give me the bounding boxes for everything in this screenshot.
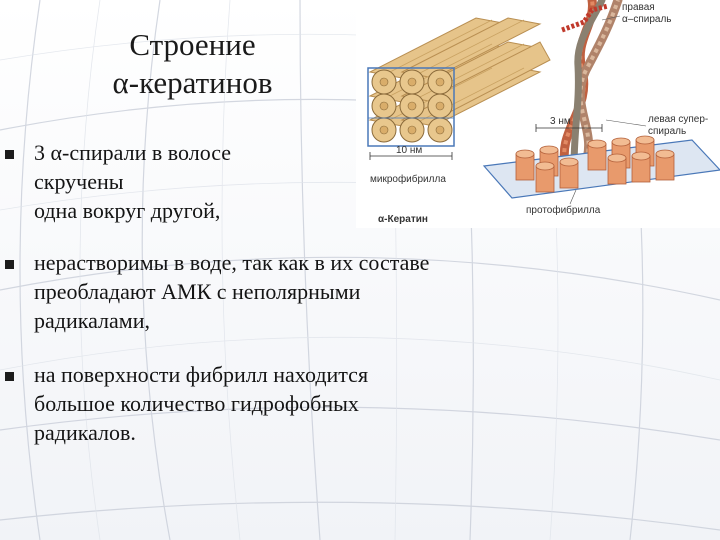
label-protofibril: протофибрилла: [526, 204, 601, 216]
bullet-square-icon: [5, 260, 14, 269]
bullet-square-icon: [5, 150, 14, 159]
label-left-superhelix-2: спираль: [648, 126, 686, 137]
bullet-line: на поверхности фибрилл находится: [34, 362, 369, 387]
bullet-line: радикалами,: [34, 308, 150, 333]
label-3nm: 3 нм: [550, 116, 571, 127]
slide-title-line-1: Строение: [129, 27, 256, 62]
three-nm-scale: 3 нм: [535, 116, 603, 132]
label-right-helix-2: α–спираль: [622, 14, 672, 25]
bullet-line: скручены: [34, 169, 124, 194]
label-keratin: α-Кератин: [378, 214, 428, 225]
label-right-helix-1: правая: [622, 2, 655, 13]
label-left-superhelix-1: левая супер-: [648, 114, 708, 125]
slide-title: Строение α-кератинов: [70, 26, 315, 102]
bullet-line: нерастворимы в воде, так как в их состав…: [34, 250, 430, 275]
bullet-text: нерастворимы в воде, так как в их состав…: [34, 248, 429, 335]
protofibril-row: [482, 135, 720, 199]
bullet-line: 3 α-спирали в волосе: [34, 140, 232, 165]
bullet-square-icon: [5, 372, 14, 381]
label-microfibril: микрофибрилла: [370, 173, 446, 185]
slide-title-line-2: α-кератинов: [112, 65, 273, 100]
bullet-text: на поверхности фибрилл находится большое…: [34, 360, 368, 447]
bullet-line: большое количество гидрофобных: [34, 391, 359, 416]
figure-labels: правая α–спираль левая супер- спираль ми…: [370, 2, 708, 225]
twisted-helices: [559, 0, 623, 173]
bullet-line: преобладают АМК с неполярными: [34, 279, 361, 304]
bullet-text: 3 α-спирали в волосе скручены одна вокру…: [34, 138, 231, 225]
bullet-line: одна вокруг другой,: [34, 198, 221, 223]
label-10nm: 10 нм: [396, 145, 422, 156]
fiber-bundle: [367, 17, 551, 147]
bullet-line: радикалов.: [34, 420, 136, 445]
keratin-structure-figure: 10 нм 3 нм правая α–спираль: [356, 0, 720, 228]
right-alpha-helix-marker: [561, 3, 609, 33]
ten-nm-scale: 10 нм: [369, 145, 453, 160]
